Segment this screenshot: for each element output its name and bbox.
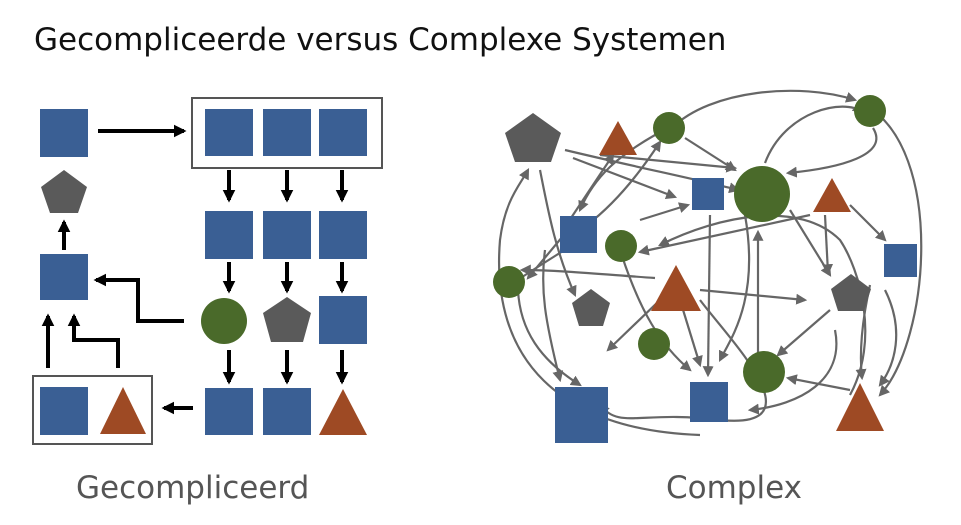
square-node (205, 109, 253, 156)
triangle-node (813, 178, 851, 212)
triangle-node (100, 387, 146, 434)
circle-node (653, 112, 685, 144)
square-node (40, 387, 88, 435)
circle-node (743, 351, 785, 393)
circle-node (638, 328, 670, 360)
square-node (40, 109, 88, 157)
diagram-title: Gecompliceerde versus Complexe Systemen (34, 22, 727, 58)
square-node (263, 388, 311, 435)
triangle-node (599, 121, 637, 155)
square-node (319, 211, 367, 259)
square-node (205, 211, 253, 259)
triangle-node (651, 265, 701, 311)
square-node (319, 109, 367, 156)
square-node (319, 296, 367, 344)
pentagon-node (41, 170, 87, 213)
complicated-arrows (41, 124, 349, 415)
square-node (555, 387, 608, 443)
square-node (40, 254, 88, 300)
circle-node (734, 166, 790, 222)
circle-node (493, 266, 525, 298)
complex-system (493, 89, 923, 443)
square-node (692, 178, 724, 210)
triangle-node (319, 389, 367, 435)
pentagon-node (263, 297, 311, 342)
right-caption: Complex (666, 470, 802, 506)
square-node (690, 382, 728, 422)
circle-node (201, 298, 247, 344)
pentagon-node (831, 274, 871, 311)
complex-arrows (497, 89, 923, 437)
left-caption: Gecompliceerd (76, 470, 310, 506)
pentagon-node (505, 113, 561, 162)
triangle-node (836, 383, 884, 431)
complicated-system (32, 97, 383, 445)
square-node (263, 109, 311, 156)
pentagon-node (572, 289, 610, 326)
square-node (884, 244, 917, 277)
top-group-box (191, 97, 383, 169)
square-node (263, 211, 311, 259)
circle-node (605, 230, 637, 262)
square-node (205, 388, 253, 435)
bottom-group-box (32, 375, 153, 445)
circle-node (854, 95, 886, 127)
square-node (560, 216, 597, 253)
